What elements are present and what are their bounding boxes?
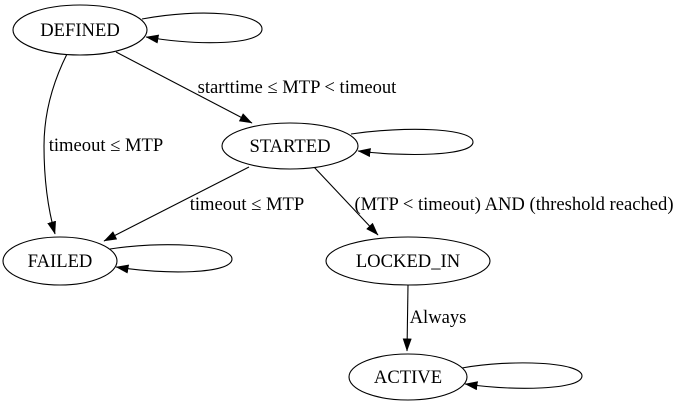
state-node-defined-label: DEFINED [40,20,120,41]
self-loop-started [350,128,474,158]
state-node-active-shape [348,353,468,401]
state-node-defined-shape [12,4,148,56]
edge-started-to-failed [103,166,250,242]
state-node-failed-label: FAILED [28,251,93,272]
state-node-started: STARTED [221,122,359,170]
edge-defined-to-started [115,51,253,124]
state-node-started-shape [221,122,359,170]
self-loop-defined [141,12,263,44]
nodes-layer: DEFINED STARTED FAILED LOCKED_IN ACTIVE [2,4,491,401]
state-node-defined: DEFINED [12,4,148,56]
edge-label-locked-in-active: Always [410,307,467,328]
state-node-failed: FAILED [2,236,118,286]
edge-label-defined-failed: timeout ≤ MTP [49,135,164,156]
state-node-locked-in-shape [325,236,491,286]
edge-label-started-failed: timeout ≤ MTP [190,194,305,215]
state-node-failed-shape [2,236,118,286]
edge-started-to-locked-in [313,166,379,236]
edge-label-defined-started: starttime ≤ MTP < timeout [198,77,398,98]
edge-label-started-locked-in: (MTP < timeout) AND (threshold reached) [354,194,673,215]
self-loop-failed [109,244,233,274]
state-node-started-label: STARTED [249,136,330,157]
edge-locked-in-to-active [402,284,412,352]
state-node-active-label: ACTIVE [374,367,442,388]
self-loop-active [461,362,583,391]
edge-labels-layer: starttime ≤ MTP < timeout timeout ≤ MTP … [49,77,674,328]
state-node-locked-in-label: LOCKED_IN [356,251,460,272]
edge-defined-to-failed [43,53,68,235]
state-node-active: ACTIVE [348,353,468,401]
state-node-locked-in: LOCKED_IN [325,236,491,286]
edges-layer [43,12,583,391]
